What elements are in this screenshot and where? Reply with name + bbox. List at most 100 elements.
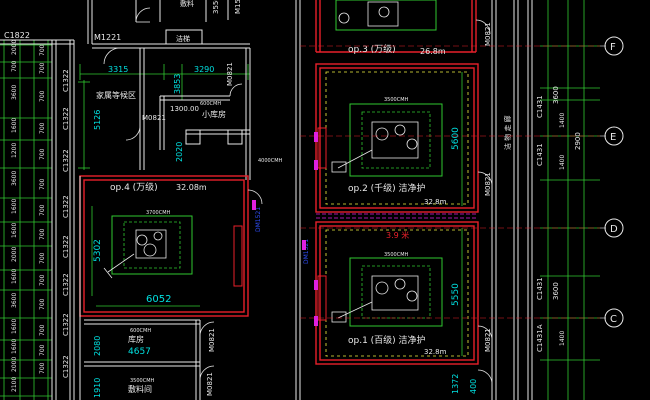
op1-dashed: [325, 229, 469, 357]
magenta-markers: [252, 132, 318, 326]
dm-label-1: DM1521: [255, 207, 262, 232]
left-tick-9: 1600: [11, 269, 18, 284]
left-tick2-12: 700: [39, 344, 46, 356]
op3-door-swings: [475, 19, 491, 35]
op4-rooms-frame: [79, 176, 201, 400]
door-label-m0821-c: M0821: [208, 328, 216, 352]
dim-5302: 5302: [93, 239, 103, 262]
left-tick2-0: 700: [39, 44, 46, 56]
dim-3315: 3315: [108, 65, 128, 74]
cmh-d: 3500CMH: [384, 97, 409, 103]
dim-2900: 2900: [574, 132, 582, 150]
dim-5600: 5600: [451, 127, 461, 150]
left-tick-10: 3600: [11, 293, 18, 308]
room-small-storage: 小库房: [202, 109, 226, 119]
axis-bubble-d: D: [604, 218, 624, 238]
cmh-g: 3500CMH: [130, 378, 155, 384]
op3-label: op.3 (万级): [348, 43, 396, 55]
dim-5126: 5126: [93, 110, 102, 130]
dim-2080: 2080: [93, 336, 102, 356]
grid-axis-lines: [300, 45, 600, 319]
right-dim-strip: [540, 0, 600, 400]
axis-bubble-c: C: [604, 308, 624, 328]
window-label-7: C1322: [62, 355, 70, 378]
window-label-1: C1322: [62, 107, 70, 130]
op1-label: op.1 (百级) 洁净护: [348, 334, 426, 346]
left-tick-5: 3600: [11, 171, 18, 186]
left-tick-0: 2000: [11, 40, 18, 55]
op4-equipment-detail: [103, 229, 167, 279]
op4-doors: [233, 225, 243, 287]
left-tick2-13: 700: [39, 362, 46, 374]
op4-equipment-outer: [111, 215, 193, 275]
left-tick2-6: 700: [39, 204, 46, 216]
op2-label: op.2 (千级) 洁净护: [348, 182, 426, 194]
door-label-m0821-a: M0821: [142, 114, 166, 122]
door-label-m0821-b: M0821: [226, 62, 234, 86]
dim-1300: 1300.00: [170, 105, 199, 113]
window-label-3: C1322: [62, 195, 70, 218]
op4-label: op.4 (万级): [110, 181, 158, 193]
window-label-6: C1322: [62, 313, 70, 336]
window-label-5: C1322: [62, 273, 70, 296]
axis-label-f: F: [610, 42, 616, 53]
op2-equipment-inner: [361, 111, 431, 169]
right-corridor-walls: [513, 0, 533, 400]
op1-left-doors: [317, 275, 327, 321]
left-tick-13: 2000: [11, 357, 18, 372]
dim-5550: 5550: [451, 283, 461, 306]
dim-4657: 4657: [128, 347, 151, 357]
top-room-label: 敷料: [180, 0, 194, 8]
dim-2020: 2020: [175, 142, 184, 162]
dim-3550: 3550: [212, 0, 220, 14]
room-sub: 敷料间: [128, 384, 152, 394]
cmh-c: 3700CMH: [146, 210, 171, 216]
door-label-c1431-a: C1431: [536, 95, 544, 118]
op1-door-swings: [477, 325, 493, 385]
left-tick-3: 1600: [11, 118, 18, 133]
left-tick-1: 700: [11, 60, 18, 72]
op4-area: 32.08m: [176, 183, 207, 192]
left-tick2-2: 700: [39, 90, 46, 102]
room-storage: 库房: [128, 334, 144, 344]
left-tick-4: 1200: [11, 143, 18, 158]
left-tick2-7: 700: [39, 228, 46, 240]
left-tick-7: 1600: [11, 223, 18, 238]
door-label-c1822: C1822: [4, 31, 30, 40]
op1-area: 32.8m: [424, 348, 447, 356]
door-label-m0821-e: M0821: [484, 22, 492, 46]
op4-equipment-inner: [123, 221, 181, 269]
op1-walls: [315, 221, 479, 365]
op4-dim-lines: [91, 206, 200, 307]
dim-1372: 1372: [451, 374, 460, 394]
clean-elevator-label: 洁梯: [176, 34, 190, 43]
op3-walls: [315, 0, 477, 53]
room-corridor: 洁 物 走 廊: [503, 115, 512, 150]
dim-1400-a: 1400: [559, 113, 566, 128]
clean-elevator-box: [165, 29, 203, 45]
cmh-a: 600CMH: [200, 101, 221, 107]
left-tick2-9: 700: [39, 274, 46, 286]
door-label-c1431-c: C1431: [536, 277, 544, 300]
left-tick-14: 2100: [11, 377, 18, 392]
left-tick2-5: 700: [39, 178, 46, 190]
op2-equipment-detail: [331, 121, 419, 173]
left-tick2-3: 700: [39, 122, 46, 134]
door-label-m15: M15: [234, 0, 242, 14]
dim-1910: 1910: [93, 378, 102, 398]
room-wait-area: 家属等候区: [96, 90, 136, 100]
door-label-m0821-g: M0821: [484, 328, 492, 352]
corridor-note: 3.9 米: [386, 230, 409, 240]
interior-dims: [78, 64, 250, 170]
left-dimension-ticks: [0, 44, 52, 397]
door-label-c1431a: C1431A: [536, 324, 544, 352]
op4-door-swings: [199, 189, 263, 381]
dim-3290: 3290: [194, 65, 214, 74]
left-tick-12: 1600: [11, 339, 18, 354]
op3-equipment-detail: [338, 1, 399, 27]
left-tick2-1: 700: [39, 62, 46, 74]
door-label-m1221: M1221: [94, 33, 121, 42]
op2-area: 32.8m: [424, 198, 447, 206]
left-tick-2: 3600: [11, 85, 18, 100]
left-tick-8: 2000: [11, 247, 18, 262]
